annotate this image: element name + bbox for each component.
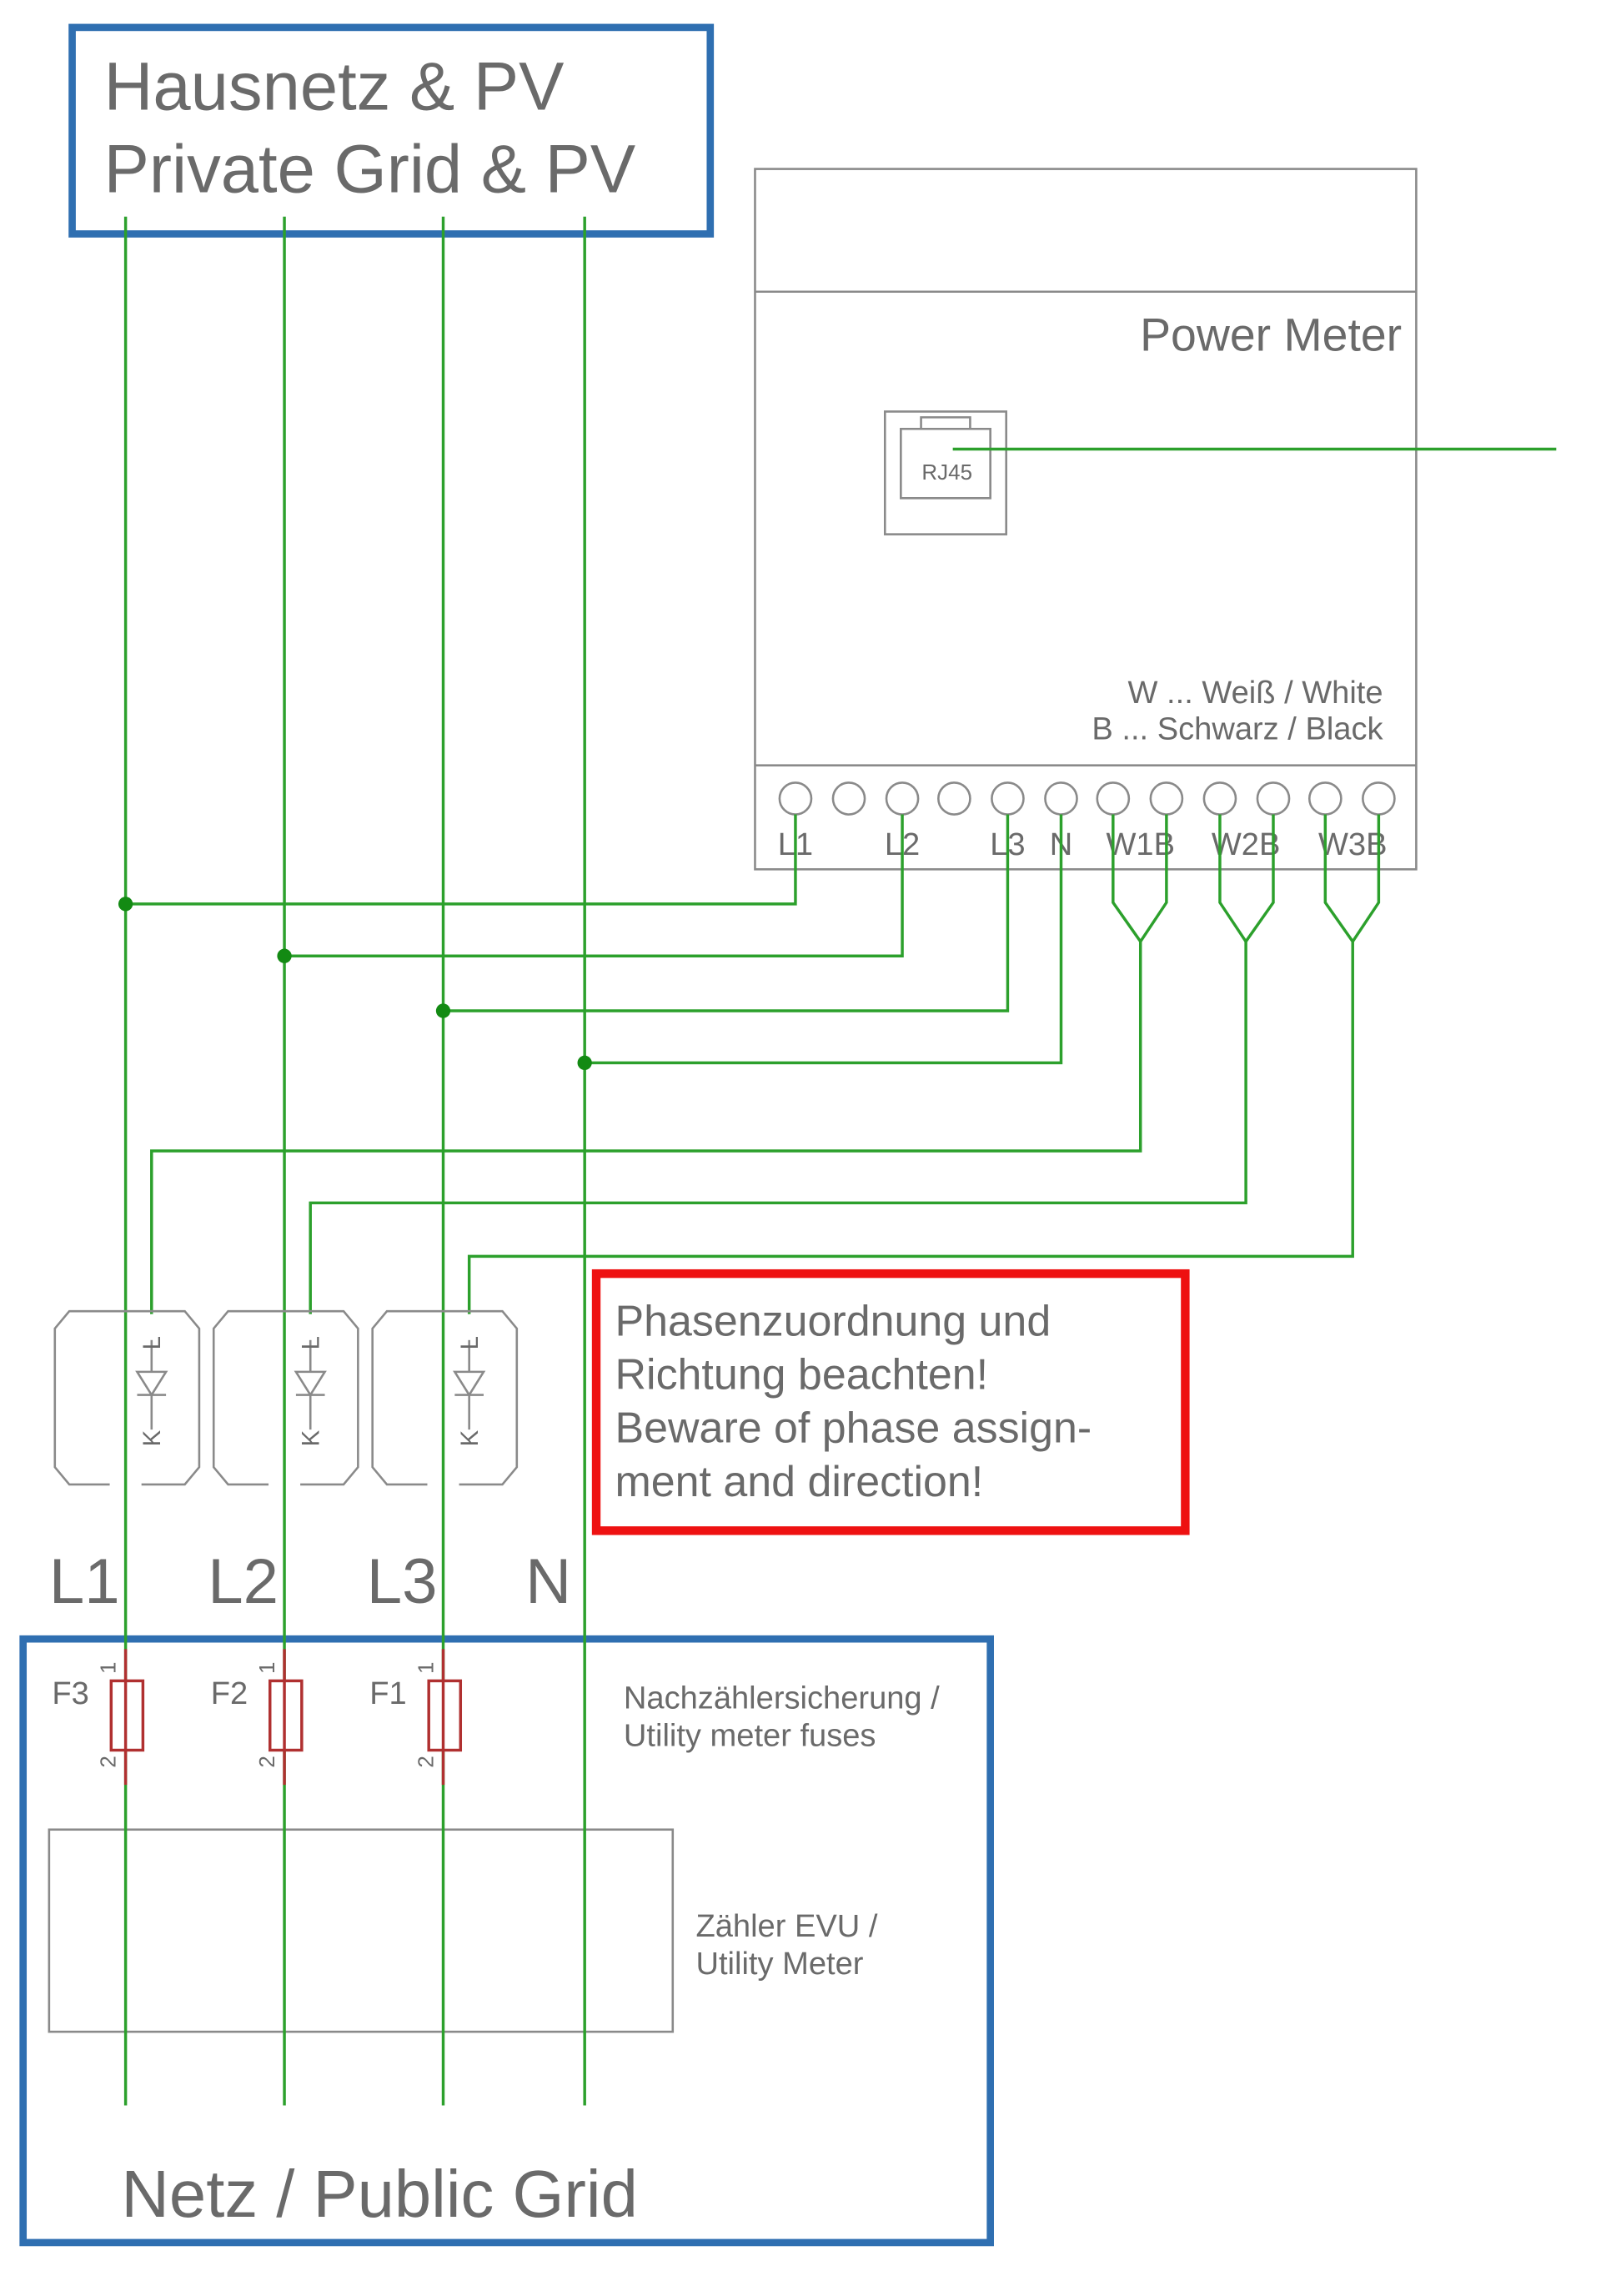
terminal-l1[interactable]	[778, 781, 813, 816]
public-grid-title: Netz / Public Grid	[121, 2157, 637, 2231]
phase-label-l2: L2	[208, 1546, 279, 1617]
terminal-unused-1	[831, 781, 866, 816]
fuse-f1-pin-1: 1	[413, 1662, 438, 1674]
fuse-f2-pin-2: 2	[254, 1756, 279, 1767]
terminal-w3[interactable]	[1307, 781, 1343, 816]
terminal-b1[interactable]	[1149, 781, 1184, 816]
ct-l3-label-l: L	[456, 1336, 484, 1349]
private-grid-box: Hausnetz & PV Private Grid & PV	[68, 23, 715, 238]
ct-l3	[371, 1309, 519, 1486]
fuse-f2-name: F2	[211, 1676, 248, 1711]
wire-l1-tap	[125, 814, 797, 906]
fuse-f2-pin-1: 1	[254, 1662, 279, 1674]
power-meter-housing	[754, 168, 1418, 871]
wire-ct1-lead	[150, 941, 1142, 1314]
public-grid-box: Nachzählersicherung / Utility meter fuse…	[19, 1635, 994, 2247]
fuse-caption-en: Utility meter fuses	[624, 1718, 876, 1753]
ct-l1	[53, 1309, 201, 1486]
terminal-b3[interactable]	[1362, 781, 1396, 816]
junctions	[118, 897, 592, 1071]
junction-l1	[118, 897, 133, 912]
fuse-f3-pin-2: 2	[96, 1756, 121, 1767]
wiring	[123, 216, 1557, 2106]
ct-l3-label-k: K	[456, 1429, 484, 1446]
warning-line-2: Richtung beachten!	[615, 1351, 989, 1399]
power-meter: Power Meter RJ45 W ... Weiß / White B ..…	[754, 168, 1418, 871]
fuse-f3	[109, 1649, 145, 1786]
terminal-label-w1b: W1B	[1106, 827, 1175, 862]
ct-l1-label-l: L	[138, 1336, 166, 1349]
terminal-w2[interactable]	[1202, 781, 1237, 816]
terminal-b2[interactable]	[1256, 781, 1291, 816]
wire-ct2-lead	[309, 941, 1247, 1314]
junction-l3	[435, 1003, 451, 1018]
phase-label-l1: L1	[49, 1546, 120, 1617]
wire-ct3-lead	[467, 941, 1354, 1314]
ct-labels: L K L K L K	[138, 1336, 484, 1446]
public-grid-box-border	[19, 1635, 994, 2247]
legend-black: B ... Schwarz / Black	[1092, 711, 1383, 746]
private-grid-box-border	[68, 23, 715, 238]
warning-box-border	[591, 1269, 1190, 1535]
fuse-f1	[427, 1649, 463, 1786]
terminal-w1[interactable]	[1096, 781, 1131, 816]
current-transformers	[53, 1309, 519, 1486]
rj45-label: RJ45	[921, 460, 972, 485]
fuse-caption-de: Nachzählersicherung /	[624, 1681, 940, 1716]
fuse-f1-name: F1	[369, 1676, 406, 1711]
fuses	[109, 1649, 463, 1786]
utility-meter-caption-de: Zähler EVU /	[695, 1909, 877, 1944]
terminal-n[interactable]	[1044, 781, 1078, 816]
terminal-label-w2b: W2B	[1212, 827, 1281, 862]
fuse-f1-pin-2: 2	[413, 1756, 438, 1767]
fuse-f3-name: F3	[52, 1676, 88, 1711]
fuse-labels: F3 F2 F1 1 2 1 2 1 2	[52, 1662, 438, 1768]
terminal-label-w3b: W3B	[1318, 827, 1388, 862]
terminal-l3[interactable]	[991, 781, 1025, 816]
warning-box: Phasenzuordnung und Richtung beachten! B…	[591, 1269, 1190, 1535]
wire-l2-tap	[284, 814, 904, 957]
ct-l2	[212, 1309, 359, 1486]
rj45-port[interactable]: RJ45	[883, 410, 1008, 535]
warning-line-3: Beware of phase assign-	[615, 1404, 1092, 1453]
utility-meter-caption-en: Utility Meter	[695, 1947, 863, 1982]
private-grid-title-en: Private Grid & PV	[104, 131, 636, 207]
legend-white: W ... Weiß / White	[1128, 676, 1383, 711]
ct-l2-label-k: K	[298, 1429, 325, 1446]
private-grid-title-de: Hausnetz & PV	[104, 49, 565, 125]
ct-l1-label-k: K	[138, 1429, 166, 1446]
ct-l2-label-l: L	[298, 1336, 325, 1349]
wire-n-tap	[585, 814, 1063, 1065]
phase-label-n: N	[525, 1546, 571, 1617]
junction-l2	[277, 948, 292, 963]
warning-line-4: ment and direction!	[615, 1458, 984, 1506]
terminal-unused-2	[937, 781, 971, 816]
power-meter-title: Power Meter	[1140, 309, 1402, 361]
junction-n	[577, 1055, 592, 1071]
wire-l3-tap	[443, 814, 1010, 1012]
utility-meter-box	[48, 1828, 675, 2033]
fuse-f3-pin-1: 1	[96, 1662, 121, 1674]
terminal-l2[interactable]	[885, 781, 920, 816]
fuse-f2	[269, 1649, 304, 1786]
phase-labels: L1 L2 L3 N	[49, 1546, 571, 1617]
warning-line-1: Phasenzuordnung und	[615, 1298, 1051, 1346]
phase-label-l3: L3	[367, 1546, 438, 1617]
